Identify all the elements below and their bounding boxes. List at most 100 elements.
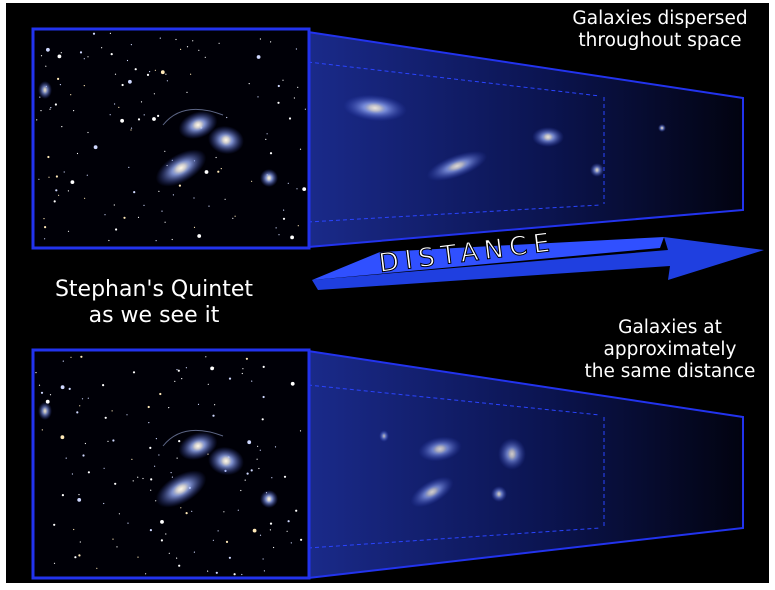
star [197,234,202,238]
galaxy-core [594,166,600,174]
star [114,482,117,485]
star [217,530,219,532]
star [273,546,275,549]
star [60,385,65,390]
star [293,97,295,99]
star [286,530,288,532]
star [126,414,128,416]
star [143,114,145,116]
star [150,489,152,491]
star [87,471,90,474]
star [262,365,265,368]
dispersed-label-line-1: Galaxies dispersed [572,8,748,29]
star [48,176,50,178]
star [133,191,136,194]
star [78,494,80,496]
top-projection-volume [308,32,743,247]
star [245,357,248,360]
star [283,475,287,478]
arrow-highlight [312,237,664,280]
star [220,168,222,170]
star [126,59,129,62]
star [47,155,50,159]
star [282,79,284,81]
star [180,507,182,509]
star [130,129,132,131]
galaxy-icon [38,81,52,99]
galaxy-core [191,440,205,452]
star [290,381,295,386]
star [296,188,298,190]
star [39,96,41,98]
star [178,440,181,443]
star [58,194,60,196]
star [185,367,187,369]
star [190,73,192,75]
star [53,562,56,564]
star [297,86,299,88]
same-distance-label-line-1: Galaxies at [618,317,722,338]
star [74,556,77,559]
star [157,114,160,117]
star [101,47,103,49]
star [127,522,129,524]
star [107,440,109,442]
star [218,42,220,44]
star [215,571,218,574]
star [302,187,307,192]
quintet-caption-line-1: Stephan's Quintet [54,277,254,302]
star [81,398,84,400]
galaxy-icon [260,490,278,508]
star [277,84,280,88]
star [160,539,163,542]
star [87,56,89,58]
same-distance-label: Galaxies at approximately the same dista… [575,317,765,384]
quintet-caption-line-2: as we see it [88,303,220,329]
arrow-body [312,237,764,290]
star [193,551,195,553]
star [164,221,166,223]
galaxy-core [542,132,554,142]
star [115,228,118,231]
star [43,218,45,220]
galaxy-icon [410,476,454,508]
star [121,83,124,87]
star [67,230,70,232]
star [76,152,79,155]
star [128,166,130,168]
star [137,118,141,121]
star [112,538,114,540]
galaxy-icon [379,430,389,442]
star [174,380,176,382]
star [40,391,44,394]
star [158,454,160,456]
quintet-caption: Stephan's Quintet as we see it [4,277,304,330]
star [165,73,167,75]
star [215,156,217,159]
star [228,556,231,559]
top-projection-panel [31,27,744,250]
star [297,225,299,227]
star [134,68,137,71]
galaxy-icon [208,446,244,476]
star [53,200,56,203]
star [269,522,273,525]
star [266,133,268,135]
star [262,558,264,560]
star [251,380,253,382]
star [154,69,156,71]
star [212,539,214,541]
star [38,178,40,180]
star [168,407,170,409]
star [262,395,265,399]
star [76,411,79,414]
galaxy-icon [208,125,244,155]
star [131,458,133,460]
galaxy-icon [532,127,564,147]
galaxy-core [363,102,387,114]
star [288,117,292,120]
star [186,91,188,93]
star [36,119,38,121]
star [86,174,88,176]
